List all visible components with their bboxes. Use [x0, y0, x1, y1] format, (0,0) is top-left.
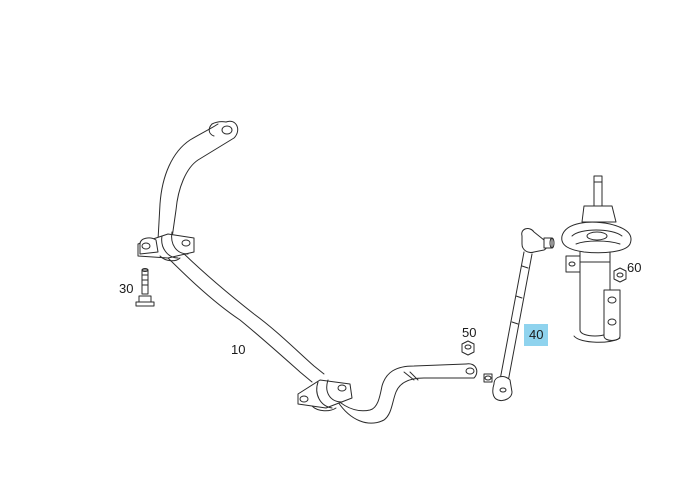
strut-assembly	[561, 175, 632, 343]
callout-50[interactable]: 50	[462, 325, 477, 340]
callout-30[interactable]: 30	[119, 281, 134, 296]
callout-60[interactable]: 60	[627, 260, 642, 275]
link-rod[interactable]	[483, 228, 555, 401]
callout-10[interactable]: 10	[231, 342, 246, 357]
nut-upper[interactable]	[613, 267, 627, 283]
stabilizer-bar[interactable]	[157, 120, 478, 424]
nut-lower[interactable]	[461, 340, 475, 356]
callout-40-highlighted[interactable]: 40	[524, 324, 549, 346]
bushing-bracket-left	[137, 231, 195, 262]
bushing-bracket-right	[297, 379, 353, 412]
bolt[interactable]	[135, 268, 155, 307]
